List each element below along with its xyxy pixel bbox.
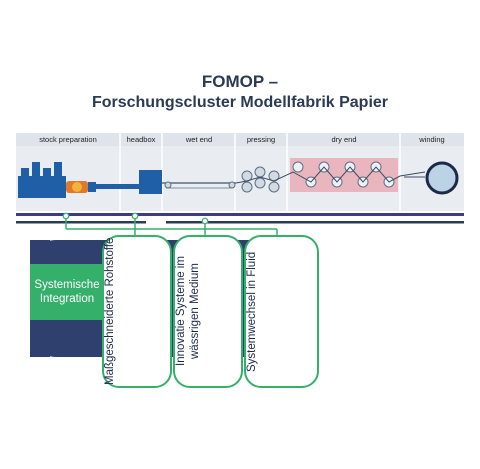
paper-web-line <box>235 166 426 184</box>
section-label-stock-preparation: stock preparation <box>39 135 97 144</box>
pillar-label-medium: Innovatie Systeme im wässrigen Medium <box>175 256 201 367</box>
press-rolls <box>241 166 280 193</box>
pillar-label-fluid: Systemwechsel in Fluid <box>246 251 258 372</box>
connector-nodes <box>62 212 209 225</box>
pillar-card-fluid <box>244 235 319 388</box>
purple-bar <box>16 213 464 216</box>
section-label-winding: winding <box>418 135 444 144</box>
winding-roll <box>425 161 459 195</box>
diagram-title: FOMOP – <box>201 72 279 91</box>
pillar-card-medium <box>173 235 243 388</box>
section-label-headbox: headbox <box>127 135 156 144</box>
pillar-card-rohstoffe <box>102 235 172 388</box>
navy-bar-right <box>166 221 464 224</box>
integration-label: Systemische Integration <box>34 279 100 305</box>
section-label-dry-end: dry end <box>331 135 356 144</box>
pillar-label-rohstoffe: Maßgeschneiderte Rohstoffe <box>104 237 116 386</box>
navy-bar-left <box>16 221 146 224</box>
headbox-unit <box>139 170 162 194</box>
section-header-band <box>16 133 464 146</box>
wet-end-wire <box>162 181 236 189</box>
section-label-pressing: pressing <box>247 135 275 144</box>
dryer-section <box>290 158 398 192</box>
diagram-subtitle: Forschungscluster Modellfabrik Papier <box>91 94 389 111</box>
section-dividers <box>119 133 401 211</box>
section-label-wet-end: wet end <box>185 135 212 144</box>
stock-preparation-machinery <box>18 162 140 198</box>
integration-green-band <box>30 264 114 320</box>
